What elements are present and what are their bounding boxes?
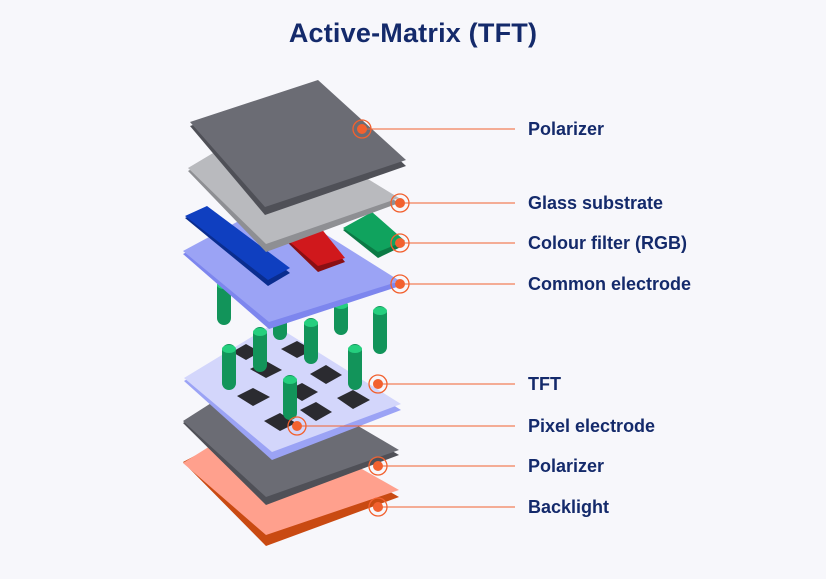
diagram-title: Active-Matrix (TFT) [288,18,538,48]
leader-lines [297,128,515,508]
label-backlight: Backlight [528,497,609,517]
tft-pillar [304,318,318,364]
blue-filter [185,206,290,286]
green-filter [343,212,405,258]
label-tft: TFT [528,374,561,394]
marker-pixel-electrode [287,416,307,436]
marker-polarizer-top [352,119,372,139]
marker-polarizer-bottom [368,456,388,476]
marker-backlight [368,497,388,517]
label-polarizer-bottom: Polarizer [528,456,604,476]
label-glass-substrate: Glass substrate [528,193,663,213]
marker-glass-substrate [390,193,410,213]
tft-pillar [283,375,297,420]
marker-common-electrode [390,274,410,294]
label-polarizer-top: Polarizer [528,119,604,139]
tft-pillar [222,344,236,390]
marker-colour-filter [390,233,410,253]
label-colour-filter: Colour filter (RGB) [528,233,687,253]
label-pixel-electrode: Pixel electrode [528,416,655,436]
marker-tft [368,374,388,394]
tft-pillar [348,344,362,390]
tft-pillar [373,306,387,354]
tft-pillar [253,327,267,372]
top-polarizer-layer [190,80,406,215]
label-common-electrode: Common electrode [528,274,691,294]
